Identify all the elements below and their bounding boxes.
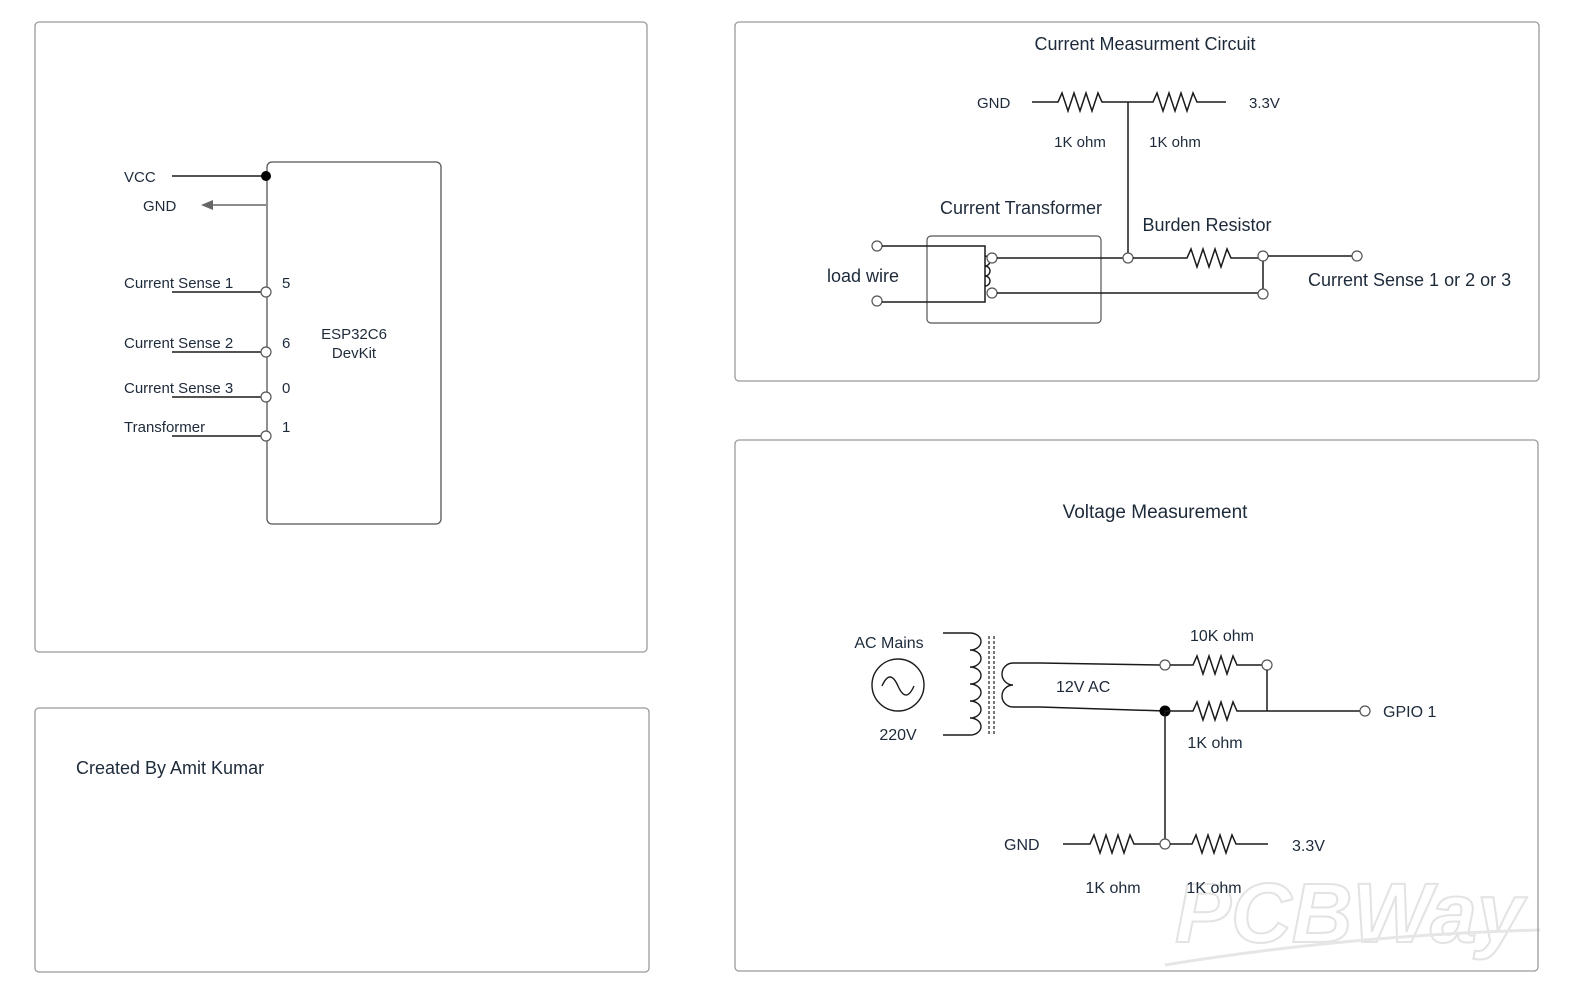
- ac-mains-label: AC Mains: [854, 635, 923, 652]
- pin-label-current-sense-2: Current Sense 2: [124, 335, 233, 352]
- pin-terminal-5: [260, 286, 272, 298]
- resistor-1k-series: [1165, 699, 1360, 723]
- current-output-terminal: [1351, 250, 1363, 262]
- gpio-terminal: [1359, 705, 1371, 717]
- vcc-junction: [261, 171, 271, 181]
- ac-voltage-label: 220V: [879, 727, 917, 744]
- divider-tap-node: [1122, 252, 1134, 264]
- bias-resistor-3v3-label: 1K ohm: [1186, 880, 1241, 897]
- credit-panel: Created By Amit Kumar: [34, 707, 650, 973]
- pin-terminal-1: [260, 430, 272, 442]
- pin-label-current-sense-1: Current Sense 1: [124, 275, 233, 292]
- resistor-1k-series-label: 1K ohm: [1187, 735, 1242, 752]
- pin-number-5: 5: [282, 275, 290, 292]
- pin-number-0: 0: [282, 380, 290, 397]
- ct-box: [926, 235, 1102, 324]
- current-panel: Current Measurment Circuit GND 3.3V 1K o…: [734, 21, 1540, 382]
- esp32-board: [266, 161, 442, 525]
- pin-number-1: 1: [282, 419, 290, 436]
- ct-label: Current Transformer: [940, 198, 1102, 218]
- pin-terminal-6: [260, 346, 272, 358]
- load-terminal-bottom: [871, 295, 883, 307]
- resistor-10k-label: 10K ohm: [1190, 628, 1254, 645]
- gnd-label: GND: [143, 198, 177, 215]
- transformer-primary: [943, 632, 982, 736]
- watermark-swoosh: [1164, 928, 1541, 967]
- bias-resistor-gnd: [1063, 832, 1160, 856]
- pin-terminal-0: [260, 391, 272, 403]
- load-terminal-top: [871, 240, 883, 252]
- voltage-panel: Voltage Measurement AC Mains 220V 12V AC…: [734, 439, 1539, 972]
- watermark: PCBWay: [1175, 866, 1528, 960]
- voltage-3v3-label: 3.3V: [1292, 838, 1325, 855]
- divider-r2-value: 1K ohm: [1149, 134, 1201, 151]
- pin-label-current-sense-3: Current Sense 3: [124, 380, 233, 397]
- pin-number-6: 6: [282, 335, 290, 352]
- transformer-secondary: [1001, 662, 1040, 708]
- credit-text: Created By Amit Kumar: [76, 758, 264, 778]
- voltage-gnd-label: GND: [1004, 837, 1040, 854]
- burden-label: Burden Resistor: [1142, 215, 1271, 235]
- divider-resistor-2: [1130, 90, 1226, 114]
- resistor-10k: [1170, 653, 1262, 677]
- current-gnd-label: GND: [977, 95, 1011, 112]
- secondary-voltage-label: 12V AC: [1056, 679, 1110, 696]
- board-name: ESP32C6: [321, 326, 387, 343]
- current-output-label: Current Sense 1 or 2 or 3: [1308, 270, 1511, 290]
- pin-label-transformer: Transformer: [124, 419, 205, 436]
- divider-resistor-1: [1032, 90, 1130, 114]
- board-variant: DevKit: [332, 345, 377, 362]
- voltage-title: Voltage Measurement: [1063, 502, 1249, 523]
- bias-resistor-3v3: [1170, 832, 1268, 856]
- divider-r1-value: 1K ohm: [1054, 134, 1106, 151]
- vcc-label: VCC: [124, 169, 156, 186]
- bias-resistor-gnd-label: 1K ohm: [1085, 880, 1140, 897]
- load-wire-label: load wire: [827, 266, 899, 286]
- burden-resistor: [1133, 246, 1258, 270]
- esp32-panel: ESP32C6 DevKit VCC GND Current Sense 1 5…: [34, 21, 648, 653]
- ac-source: [871, 658, 925, 712]
- gpio-label: GPIO 1: [1383, 704, 1436, 721]
- sine-icon: [881, 676, 915, 696]
- current-3v3-label: 3.3V: [1249, 95, 1280, 112]
- current-title: Current Measurment Circuit: [1034, 34, 1255, 54]
